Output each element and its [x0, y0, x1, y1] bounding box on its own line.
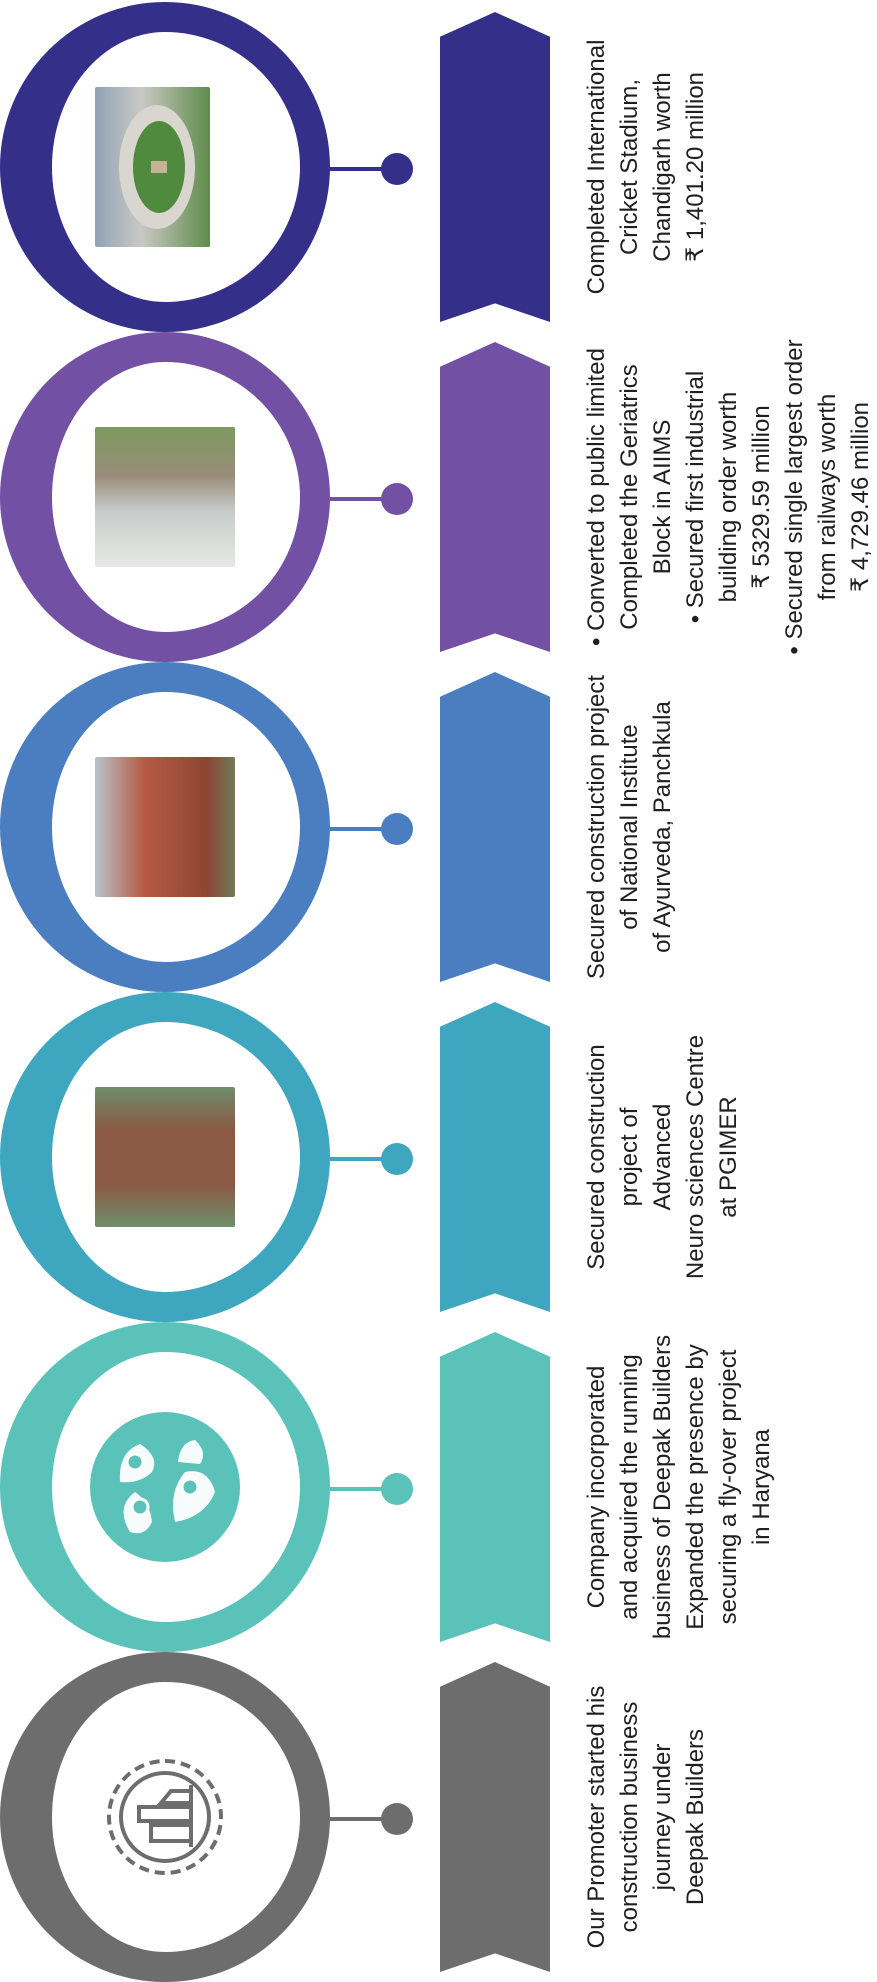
description-line: • Secured first industrial	[682, 370, 709, 624]
description-line: Cricket Stadium,	[616, 78, 643, 256]
description-line: Completed the Geriatrics	[616, 364, 643, 630]
description-line: ₹ 5329.59 million	[748, 405, 775, 589]
description-line: business of Deepak Builders	[649, 1334, 676, 1640]
description-line: • Converted to public limited	[583, 348, 610, 646]
description-line: in Haryana	[748, 1428, 775, 1546]
description-line: at PGIMER	[715, 1096, 742, 1218]
description-line: construction business	[616, 1701, 643, 1933]
description-line: Neuro sciences Centre	[682, 1034, 709, 1280]
year-arrow: 2024	[440, 12, 550, 322]
description-line: ₹ 1,401.20 million	[682, 71, 709, 263]
description-line: Advanced	[649, 1103, 676, 1211]
description-line: journey under	[649, 1743, 676, 1891]
description-line: of National Institute	[616, 724, 643, 930]
description-line: Secured construction	[583, 1044, 610, 1270]
year-arrow: 2018	[440, 1332, 550, 1642]
timeline-dot	[381, 813, 413, 845]
building-photo	[95, 427, 235, 567]
timeline-dot	[381, 1473, 413, 1505]
timeline-connector	[330, 167, 386, 171]
description-line: Our Promoter started his	[583, 1685, 610, 1949]
stadium-photo	[95, 87, 210, 247]
building-photo	[95, 757, 235, 897]
milestone-2022: 2022 • Converted to public limitedComplet…	[0, 332, 877, 662]
description-line: from railways worth	[814, 393, 841, 601]
description-line: and acquired the running	[616, 1354, 643, 1620]
globe-location-icon	[90, 1412, 240, 1562]
year-arrow: 1990	[440, 1662, 550, 1972]
year-arrow: 2019	[440, 1002, 550, 1312]
description-line: Secured construction project	[583, 674, 610, 980]
timeline-connector	[330, 1157, 386, 1161]
timeline-connector	[330, 827, 386, 831]
timeline-dot	[381, 1803, 413, 1835]
timeline-dot	[381, 153, 413, 185]
year-arrow: 2022	[440, 342, 550, 652]
timeline-dot	[381, 1143, 413, 1175]
description-line: Deepak Builders	[682, 1728, 709, 1906]
description-line: building order worth	[715, 391, 742, 603]
description-line: • Secured single largest order	[781, 339, 808, 655]
description-line: of Ayurveda, Panchkula	[649, 701, 676, 953]
description-line: securing a fly-over project	[715, 1349, 742, 1625]
description-line: Chandigarh worth	[649, 72, 676, 262]
description-line: Company incorporated	[583, 1365, 610, 1609]
milestone-1990: 1990 Our Promoter started hisconstruction…	[0, 1652, 877, 1982]
description-line: Expanded the presence by	[682, 1344, 709, 1630]
year-arrow: 2021	[440, 672, 550, 982]
timeline-dot	[381, 483, 413, 515]
description-line: project of	[616, 1107, 643, 1207]
factory-gear-icon	[95, 1747, 235, 1887]
building-photo	[95, 1087, 235, 1227]
description-line: Completed International	[583, 39, 610, 295]
description-line: Block in AIIMS	[649, 419, 676, 575]
timeline-connector	[330, 1487, 386, 1491]
description-line: ₹ 4,729.46 million	[847, 401, 874, 593]
timeline-connector	[330, 497, 386, 501]
timeline-connector	[330, 1817, 386, 1821]
